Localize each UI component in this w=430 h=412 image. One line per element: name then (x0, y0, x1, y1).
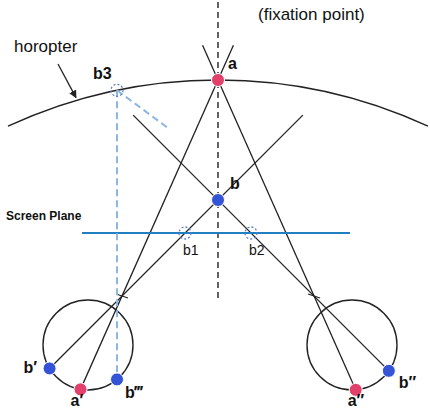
point-label: b‴ (125, 385, 142, 401)
point-label: b′ (24, 360, 38, 376)
plane-label: Screen Plane (6, 210, 81, 222)
note: (fixation point) (258, 6, 365, 23)
image-point (111, 84, 123, 96)
projection-line (117, 90, 168, 128)
point-label: b1 (183, 243, 199, 257)
point-label: a″ (348, 393, 365, 409)
pointer-arrow (58, 64, 76, 98)
projection-line (116, 90, 118, 379)
point-label: b (230, 176, 240, 192)
screen-plane (82, 232, 350, 234)
point-label: b2 (249, 243, 265, 257)
point-dot (382, 364, 395, 377)
point-dot (212, 74, 225, 87)
visual-ray (50, 115, 303, 368)
visual-ray (203, 45, 356, 390)
visual-ray (81, 45, 234, 389)
point-label: b″ (399, 375, 416, 391)
curve-label: horopter (14, 38, 77, 55)
eyeball (307, 300, 397, 390)
visual-ray (133, 115, 389, 371)
point-dot (43, 362, 56, 375)
point-label: a′ (71, 393, 84, 409)
midline (217, 2, 218, 300)
point-dot (212, 194, 225, 207)
eyeball (43, 300, 133, 390)
point-label: a (228, 56, 237, 72)
point-dot (111, 373, 124, 386)
image-point (179, 227, 191, 239)
point-label: b3 (93, 66, 112, 82)
image-point (245, 227, 257, 239)
